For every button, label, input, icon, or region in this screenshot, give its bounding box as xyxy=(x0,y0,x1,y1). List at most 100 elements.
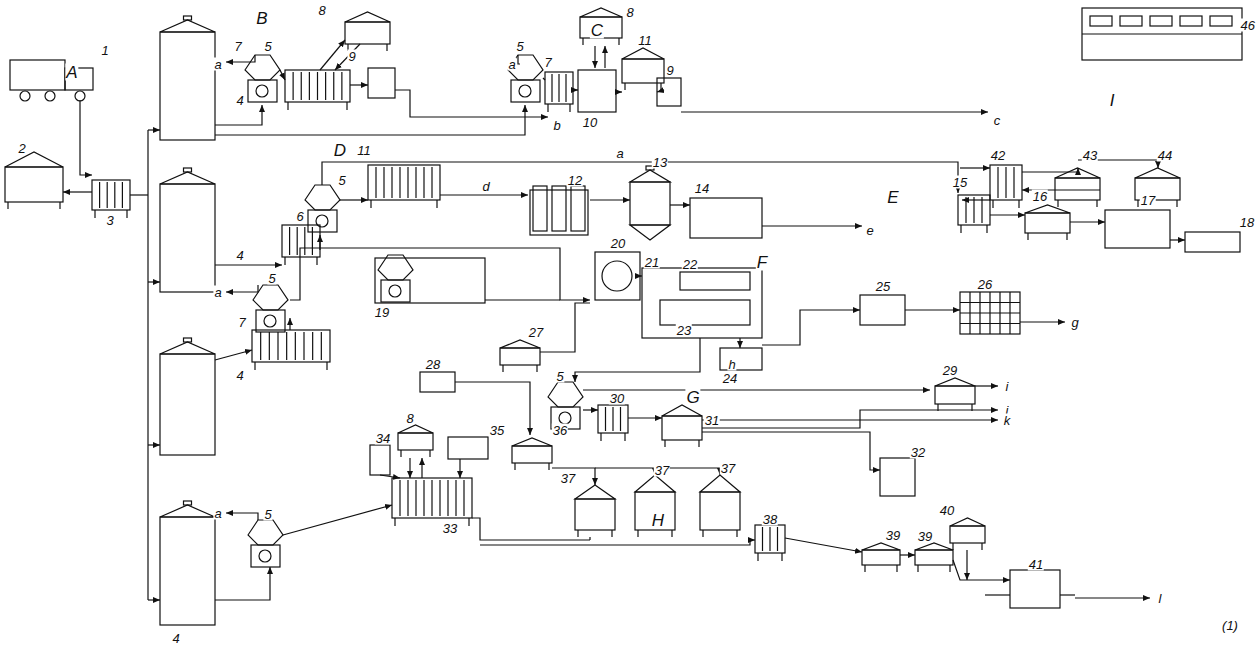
pipe-line xyxy=(439,480,440,516)
callout-number: 4 xyxy=(235,94,244,107)
pipe-line xyxy=(698,440,699,447)
callout-number: 25 xyxy=(875,280,891,293)
callout-number: 31 xyxy=(704,414,720,427)
pipe-line xyxy=(423,480,424,516)
plate-heat-exchanger xyxy=(92,180,130,210)
callout-number: 39 xyxy=(917,530,933,543)
pipe-line xyxy=(114,182,115,208)
pipe-line xyxy=(215,105,262,125)
pipe-line xyxy=(468,518,469,526)
callout-number: 22 xyxy=(682,258,698,271)
tank-roof xyxy=(662,405,702,416)
stream-letter: a xyxy=(213,58,222,71)
plate-heat-exchanger xyxy=(755,525,785,553)
separator-bowl xyxy=(378,255,413,280)
control-panel xyxy=(1082,8,1242,60)
pipe-line xyxy=(99,182,100,208)
callout-number: 4 xyxy=(235,249,244,262)
separator-base xyxy=(511,80,540,102)
silo-roof xyxy=(160,342,215,354)
section-letter: I xyxy=(1109,92,1116,109)
pipe-line xyxy=(624,433,625,441)
silo-cap xyxy=(184,338,192,342)
pipe-line xyxy=(215,105,525,135)
pipe-line xyxy=(981,197,982,223)
callout-number: 27 xyxy=(528,326,544,339)
callout-number: 34 xyxy=(375,432,391,445)
pipe-line xyxy=(226,55,255,62)
pipe-line xyxy=(762,527,763,551)
pipe-line xyxy=(702,410,998,428)
pipe-line xyxy=(148,599,160,600)
callout-number: 8 xyxy=(625,6,634,19)
evaporator-units xyxy=(530,190,588,235)
pipe-line xyxy=(326,362,327,370)
pipe-line xyxy=(1060,594,1075,595)
tank-body xyxy=(398,433,433,450)
pipe-line xyxy=(293,72,294,100)
callout-number: 18 xyxy=(1239,216,1255,229)
pipe-line xyxy=(905,309,960,310)
packing-unit xyxy=(880,458,915,496)
pipe-line xyxy=(386,44,387,51)
callout-number: 38 xyxy=(762,513,778,526)
stream-letter: d xyxy=(481,180,490,193)
tank-body xyxy=(5,167,63,202)
pipe-line xyxy=(590,199,630,200)
callout-number: 9 xyxy=(347,50,356,63)
section-letter: H xyxy=(651,512,665,529)
plate-heat-exchanger xyxy=(392,478,472,518)
pipe-line xyxy=(429,450,430,457)
callout-number: 35 xyxy=(489,424,505,437)
callout-number: 5 xyxy=(267,272,276,285)
pipe-line xyxy=(317,72,318,100)
pipe-line xyxy=(215,567,270,600)
evaporator-column xyxy=(571,186,585,231)
pipe-line xyxy=(671,530,672,537)
pipe-line xyxy=(573,89,578,90)
pipe-line xyxy=(952,543,953,550)
tank-body xyxy=(345,22,390,44)
section-letter: B xyxy=(255,10,268,27)
pipe-line xyxy=(391,167,392,198)
pipe-line xyxy=(289,318,290,330)
pipe-line xyxy=(702,530,703,537)
pipe-line xyxy=(548,463,549,470)
pipe-line xyxy=(589,537,590,540)
pipe-line xyxy=(350,84,368,85)
pipe-line xyxy=(949,565,950,572)
separator-base xyxy=(248,80,277,102)
stream-letter: i xyxy=(1005,380,1010,393)
stream-letter: g xyxy=(1070,316,1079,329)
callout-number: 8 xyxy=(405,412,414,425)
callout-number: 5 xyxy=(337,174,346,187)
pipe-line xyxy=(953,560,1010,580)
callout-number: 42 xyxy=(990,149,1006,162)
panel-display xyxy=(1120,16,1142,26)
callout-number: 37 xyxy=(654,464,670,477)
pipe-line xyxy=(973,197,974,223)
pipe-line xyxy=(380,475,400,478)
section-letter: C xyxy=(590,22,604,39)
silo-body xyxy=(160,517,215,625)
silo-body xyxy=(160,184,215,292)
silo-cap xyxy=(184,16,192,20)
pipe-line xyxy=(63,191,92,192)
stream-letter: h xyxy=(727,358,736,371)
tank-body xyxy=(580,17,622,38)
pipe-line xyxy=(611,530,612,537)
pipe-line xyxy=(1170,239,1185,240)
dosing-column xyxy=(370,445,390,475)
pipe-line xyxy=(1018,200,1019,208)
silo-roof xyxy=(630,170,670,182)
pipe-line xyxy=(962,199,990,200)
pipe-line xyxy=(277,332,278,360)
pipe-line xyxy=(552,468,595,485)
stream-letter: a xyxy=(213,507,222,520)
pipe-line xyxy=(80,100,92,175)
pipe-line xyxy=(215,264,282,265)
pipe-line xyxy=(604,46,605,68)
evaporator-column xyxy=(533,186,547,231)
pipe-line xyxy=(295,332,296,360)
